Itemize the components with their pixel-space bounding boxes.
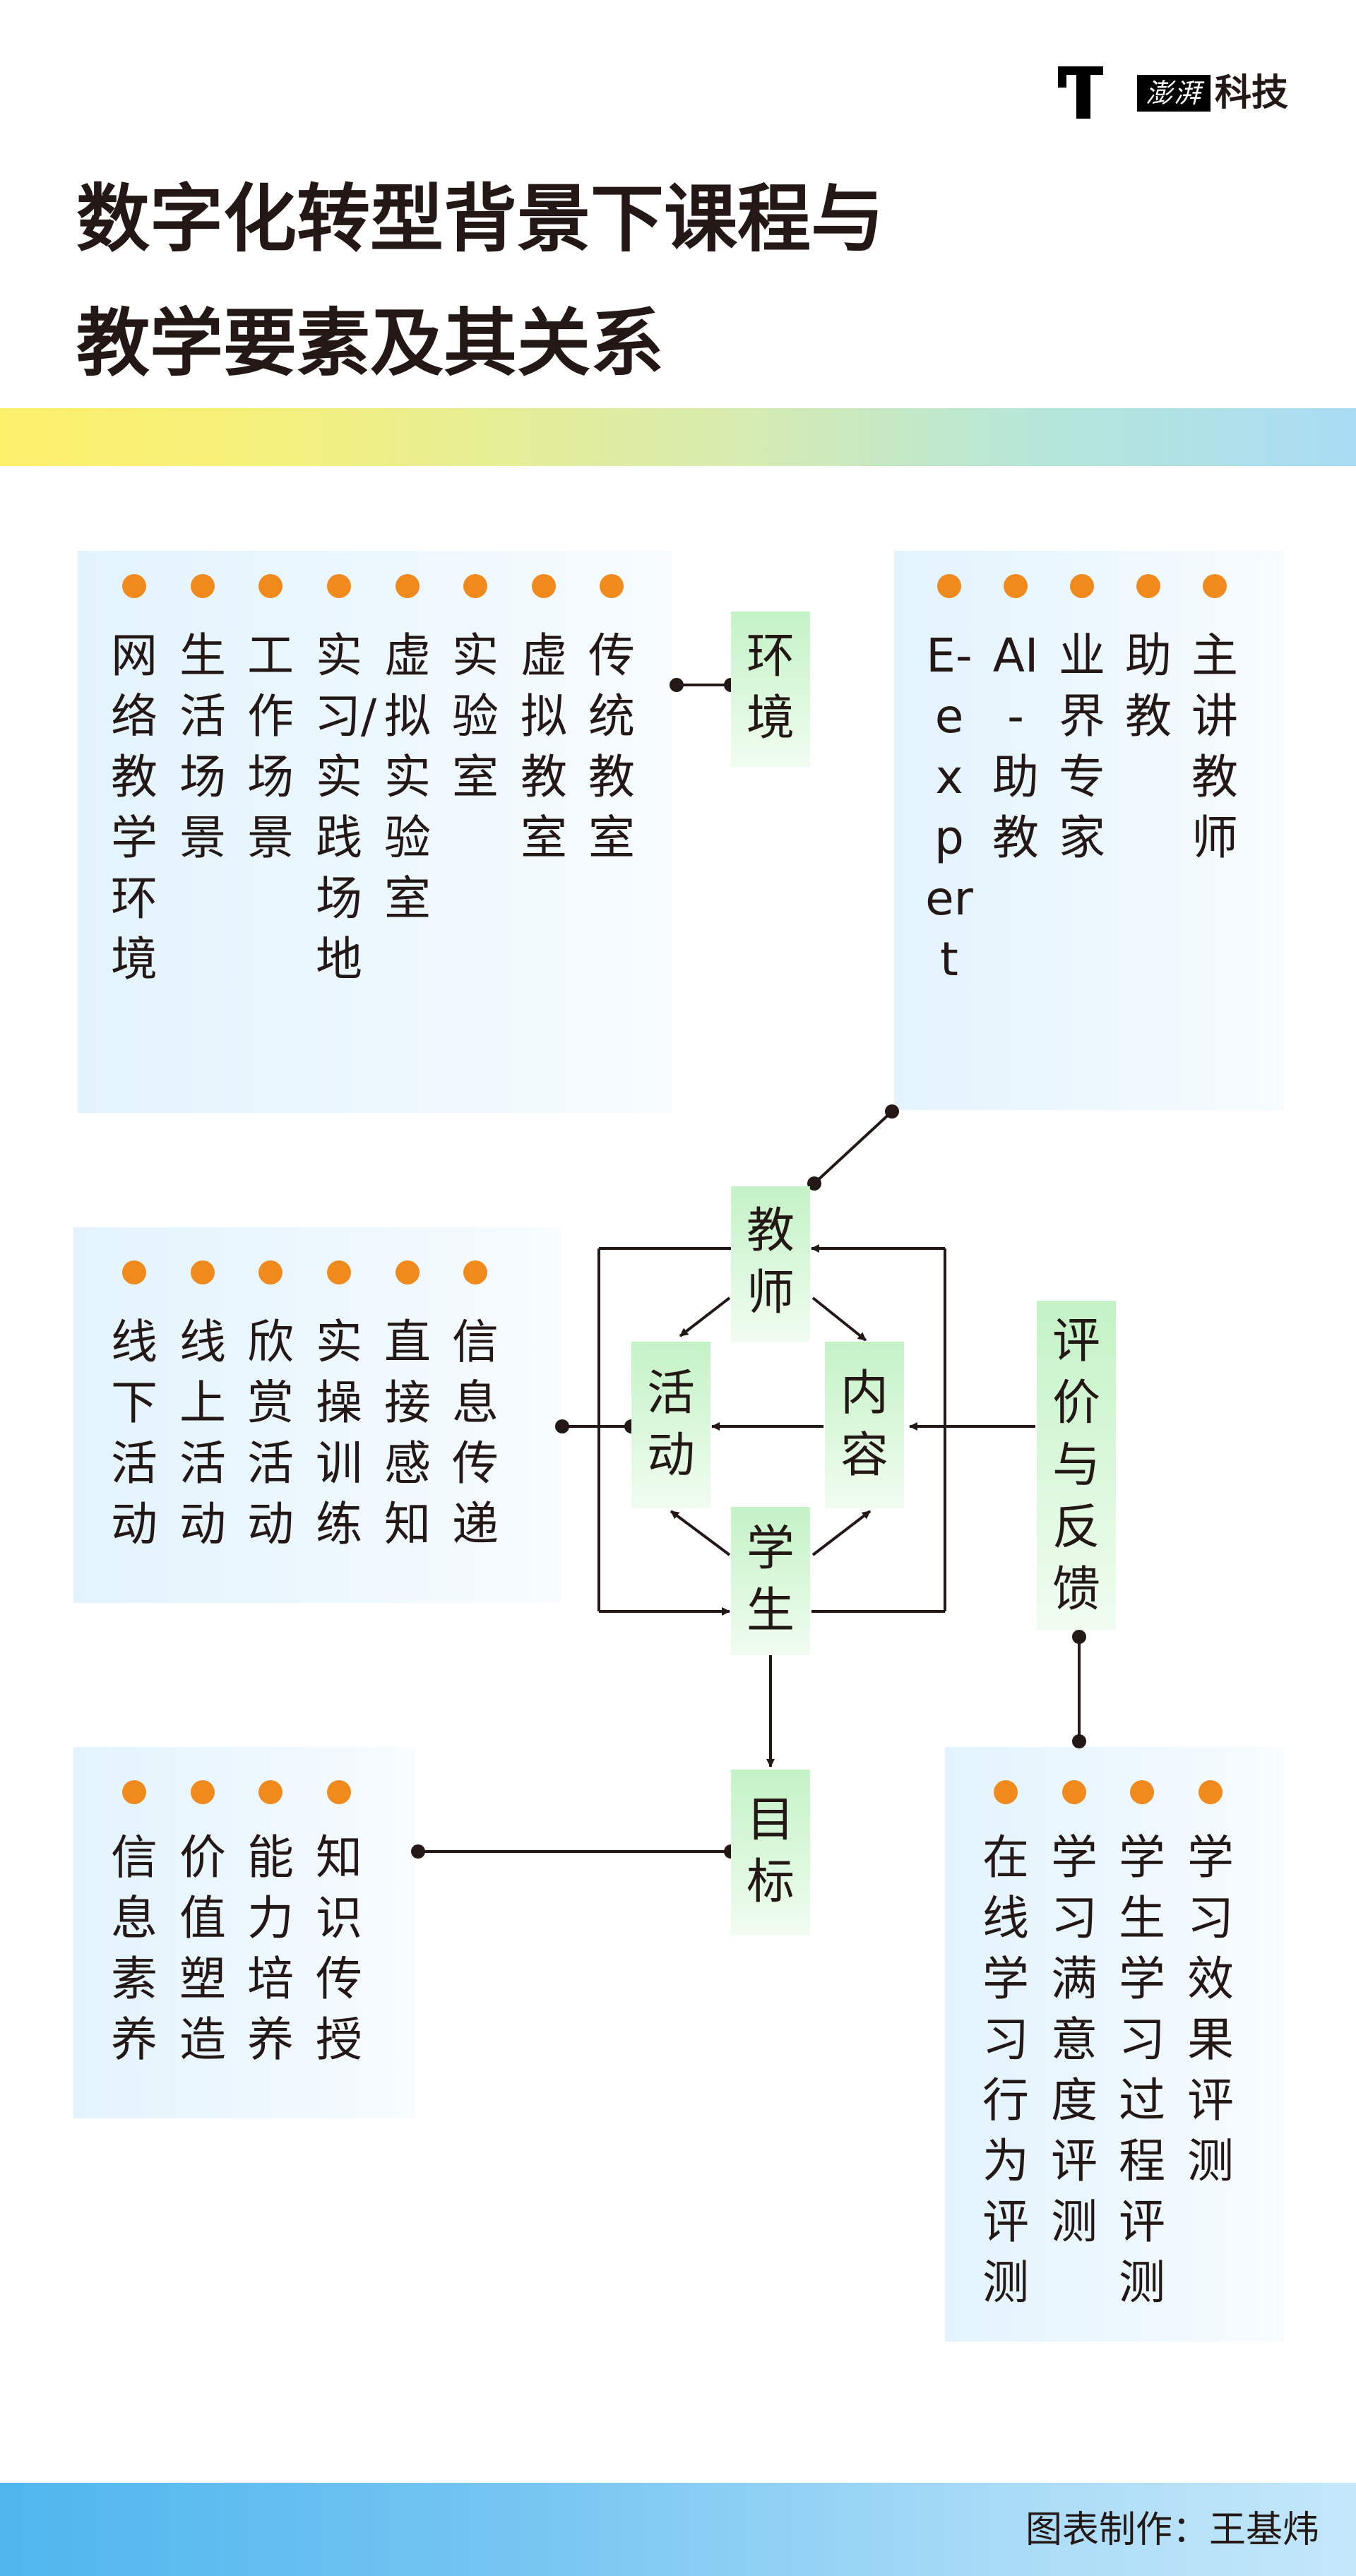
bullet-dot xyxy=(1004,574,1028,598)
goal-box xyxy=(73,1747,415,2118)
footer-band: 图表制作：王基炜 xyxy=(0,2483,1356,2576)
evaluation-item: 在线学习行为评测 xyxy=(982,1830,1029,2310)
environment-item: 虚拟实验室 xyxy=(384,628,431,926)
bullet-dot xyxy=(327,574,351,598)
bullet-dot xyxy=(191,1260,215,1284)
activity-item: 实操训练 xyxy=(316,1315,362,1551)
bullet-dot xyxy=(937,574,961,598)
environment-item: 工作场景 xyxy=(247,628,294,865)
evaluation-item: 学习满意度评测 xyxy=(1051,1830,1098,2249)
activity-item: 线上活动 xyxy=(179,1315,226,1551)
goal-item: 能力培养 xyxy=(247,1830,294,2067)
activity-item: 信息传递 xyxy=(452,1315,499,1551)
bullet-dot xyxy=(1062,1780,1086,1804)
bullet-dot xyxy=(1136,574,1160,598)
teacher-item: E-expert xyxy=(925,628,973,986)
bullet-dot xyxy=(463,1260,487,1284)
bullet-dot xyxy=(1130,1780,1154,1804)
environment-item: 传统教室 xyxy=(588,628,635,865)
evaluation-box xyxy=(945,1747,1284,2342)
node-student: 学生 xyxy=(731,1507,810,1655)
teacher-item: 业界专家 xyxy=(1059,628,1105,865)
evaluation-item: 学生学习过程评测 xyxy=(1119,1830,1165,2310)
bullet-dot xyxy=(994,1780,1018,1804)
bullet-dot xyxy=(1199,1780,1223,1804)
activity-item: 直接感知 xyxy=(384,1315,431,1551)
node-teacher: 教师 xyxy=(731,1186,810,1342)
bullet-dot xyxy=(122,574,146,598)
activity-box xyxy=(73,1227,561,1603)
node-environment: 环境 xyxy=(731,612,810,767)
bullet-dot xyxy=(122,1260,146,1284)
bullet-dot xyxy=(258,574,282,598)
gradient-band xyxy=(0,408,1356,466)
bullet-dot xyxy=(396,1260,420,1284)
teacher-item: 助教 xyxy=(1125,628,1172,744)
brand-suffix: 科技 xyxy=(1215,72,1289,114)
bullet-dot xyxy=(463,574,487,598)
logo-mark-icon xyxy=(1058,66,1103,119)
bullet-dot xyxy=(258,1260,282,1284)
bullet-dot xyxy=(396,574,420,598)
bullet-dot xyxy=(1203,574,1227,598)
bullet-dot xyxy=(191,1780,215,1804)
node-goal: 目标 xyxy=(731,1770,810,1935)
teacher-box xyxy=(894,551,1284,1110)
environment-item: 实验室 xyxy=(452,628,499,804)
bullet-dot xyxy=(122,1780,146,1804)
goal-item: 知识传授 xyxy=(316,1830,362,2067)
environment-item: 生活场景 xyxy=(179,628,226,865)
node-content: 内容 xyxy=(825,1342,904,1508)
activity-item: 欣赏活动 xyxy=(247,1315,294,1551)
title-line-2: 教学要素及其关系 xyxy=(76,300,665,386)
node-activity: 活动 xyxy=(631,1342,710,1508)
environment-item: 网络教学环境 xyxy=(111,628,157,986)
goal-item: 信息素养 xyxy=(111,1830,157,2067)
bullet-dot xyxy=(258,1780,282,1804)
brand-name: 澎湃 xyxy=(1137,75,1211,112)
evaluation-item: 学习效果评测 xyxy=(1187,1830,1234,2188)
bullet-dot xyxy=(327,1780,351,1804)
page-title: 数字化转型背景下课程与 教学要素及其关系 xyxy=(76,157,1136,405)
goal-item: 价值塑造 xyxy=(179,1830,226,2067)
bullet-dot xyxy=(1070,574,1094,598)
node-evaluation: 评价与反馈 xyxy=(1037,1301,1116,1630)
bullet-dot xyxy=(191,574,215,598)
environment-box xyxy=(78,551,672,1113)
environment-item: 虚拟教室 xyxy=(521,628,567,865)
teacher-item: 主讲教师 xyxy=(1191,628,1238,865)
chart-credit: 图表制作：王基炜 xyxy=(1025,2509,1319,2551)
teacher-item: AI-助教 xyxy=(992,628,1039,865)
bullet-dot xyxy=(327,1260,351,1284)
title-line-1: 数字化转型背景下课程与 xyxy=(76,176,885,262)
bullet-dot xyxy=(600,574,624,598)
brand-logo: 澎湃 科技 xyxy=(1058,66,1298,121)
bullet-dot xyxy=(532,574,556,598)
activity-item: 线下活动 xyxy=(111,1315,157,1551)
environment-item: 实习/实践场地 xyxy=(314,628,377,986)
